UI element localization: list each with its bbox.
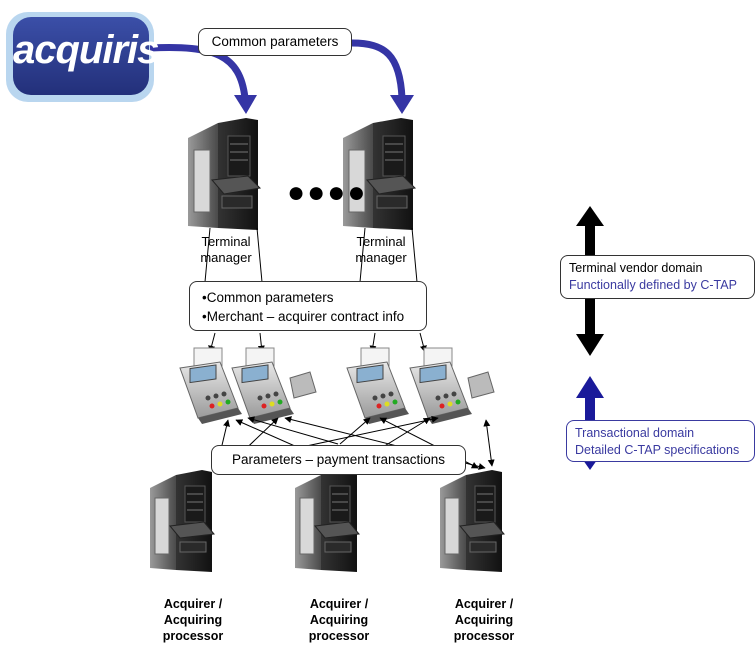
- pos-terminal-2: [231, 347, 317, 424]
- payment-transactions-box: Parameters – payment transactions: [211, 445, 466, 475]
- terminal-manager-server-2: [343, 118, 417, 230]
- acquiris-logo-text: acquiris: [13, 28, 159, 72]
- acquirer-server-1: [150, 470, 215, 572]
- acquirer-label-2: Acquirer / Acquiring processor: [308, 597, 370, 643]
- transactional-domain-box: Transactional domain Detailed C-TAP spec…: [566, 420, 755, 462]
- contract-info-item: •Merchant – acquirer contract info: [202, 309, 405, 324]
- common-parameters-label: Common parameters: [211, 34, 339, 49]
- arrowhead-left: [234, 95, 257, 114]
- arrowhead-right: [390, 95, 414, 114]
- acquiris-logo: [6, 12, 154, 102]
- contract-to-terminal-links: [208, 332, 427, 353]
- terminal-manager-label-2: Terminal manager: [355, 234, 407, 265]
- acquirer-server-3: [440, 470, 505, 572]
- contract-info-item: •Common parameters: [202, 290, 334, 305]
- manager-links: [204, 227, 418, 283]
- payment-transactions-label: Parameters – payment transactions: [231, 452, 446, 467]
- contract-info-box: •Common parameters •Merchant – acquirer …: [189, 281, 427, 331]
- acquirer-label-1: Acquirer / Acquiring processor: [162, 597, 224, 643]
- terminal-manager-label-1: Terminal manager: [200, 234, 252, 265]
- pos-terminal-4: [409, 347, 495, 424]
- common-parameters-box: Common parameters: [198, 28, 352, 56]
- transactional-domain-title: Transactional domain: [575, 426, 695, 440]
- vendor-domain-subtitle: Functionally defined by C-TAP: [569, 278, 737, 292]
- acquirer-label-3: Acquirer / Acquiring processor: [453, 597, 515, 643]
- vendor-domain-box: Terminal vendor domain Functionally defi…: [560, 255, 755, 299]
- pos-terminal-3: [346, 347, 409, 424]
- pos-terminal-1: [179, 347, 242, 424]
- acquirer-server-2: [295, 470, 360, 572]
- terminal-manager-server-1: [188, 118, 262, 230]
- transactional-domain-subtitle: Detailed C-TAP specifications: [575, 443, 740, 457]
- vendor-domain-title: Terminal vendor domain: [569, 261, 703, 275]
- ellipsis-dots: ●●●●: [287, 176, 368, 209]
